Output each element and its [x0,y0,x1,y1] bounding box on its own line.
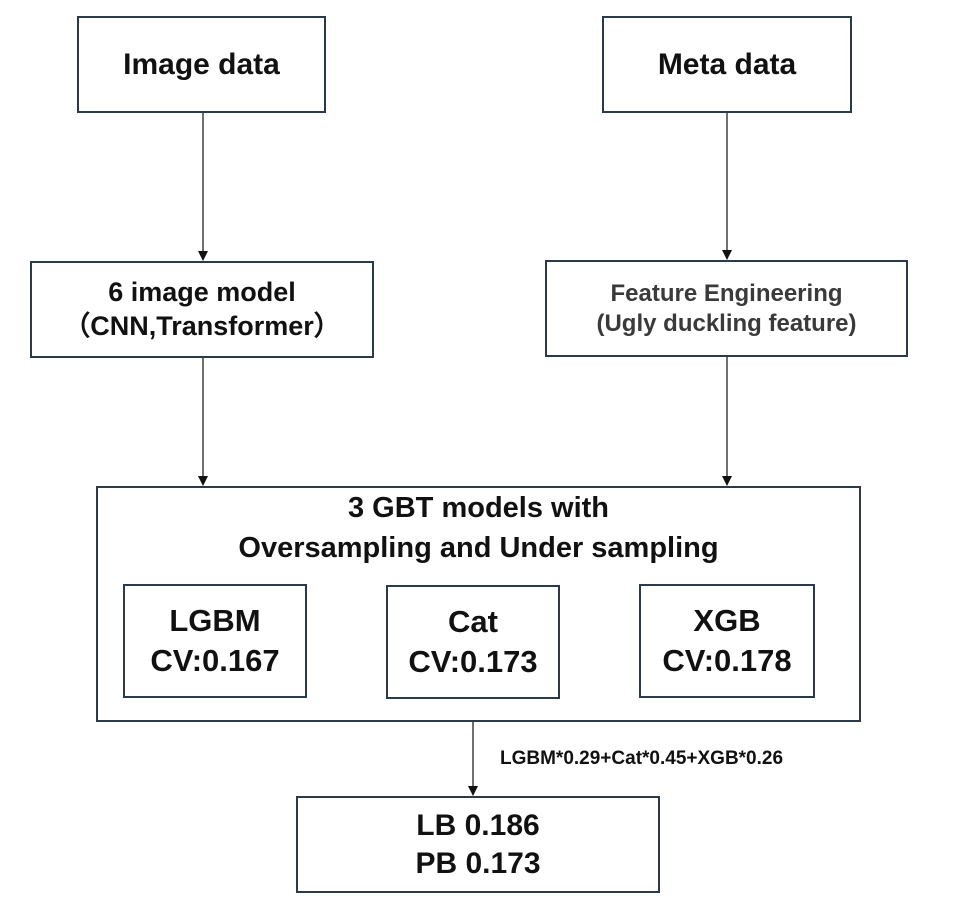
cat-name: Cat [448,603,498,639]
meta-data-label: Meta data [657,47,797,81]
xgb-cv: CV:0.178 [662,643,792,678]
xgb-model-box: XGB CV:0.178 [639,584,815,698]
gbt-title-line1: 3 GBT models with [347,492,610,524]
image-model-box: 6 image model （CNN,Transformer） [30,261,374,358]
gbt-models-box: 3 GBT models with Oversampling and Under… [96,486,861,722]
gbt-title-line2: Oversampling and Under sampling [238,532,719,564]
meta-data-box: Meta data [602,16,852,113]
image-model-line1: 6 image model [108,276,296,307]
image-data-box: Image data [77,16,326,113]
feature-engineering-box: Feature Engineering (Ugly duckling featu… [545,260,908,357]
result-box: LB 0.186 PB 0.173 [296,796,660,893]
lgbm-model-box: LGBM CV:0.167 [123,584,307,698]
gbt-models-title: 3 GBT models with Oversampling and Under… [98,488,859,568]
xgb-name: XGB [693,602,761,638]
feature-engineering-line1: Feature Engineering [610,279,843,307]
image-model-line2: （CNN,Transformer） [63,310,341,341]
feature-engineering-line2: (Ugly duckling feature) [596,309,857,337]
result-pb: PB 0.173 [415,846,541,880]
ensemble-weights-label: LGBM*0.29+Cat*0.45+XGB*0.26 [500,748,784,769]
cat-model-box: Cat CV:0.173 [386,585,560,699]
lgbm-cv: CV:0.167 [150,643,280,678]
lgbm-name: LGBM [169,602,261,638]
result-lb: LB 0.186 [416,809,540,842]
image-data-label: Image data [123,47,280,81]
cat-cv: CV:0.173 [408,644,538,679]
